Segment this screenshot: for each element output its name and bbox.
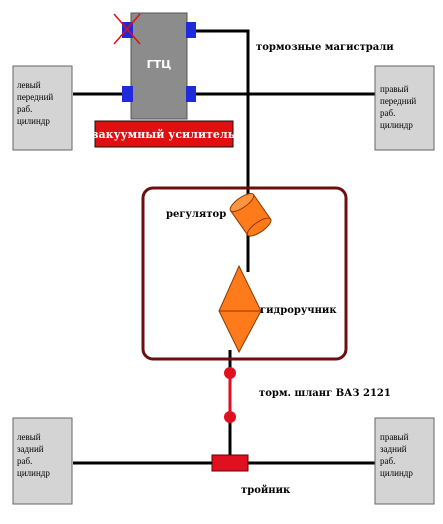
gtc-port-right xyxy=(186,86,196,102)
cylinder-front-left-label: левый передний раб. цилиндр xyxy=(17,80,55,126)
regulator-label: регулятор xyxy=(166,209,226,220)
cylinder-rear-right-body xyxy=(374,417,435,505)
tee-fitting xyxy=(211,454,249,472)
brake-hose-label: торм. шланг ВАЗ 2121 xyxy=(259,388,391,399)
regulator-frame xyxy=(141,186,348,361)
hose-fitting-top xyxy=(224,367,236,379)
cylinder-rear-left-label: левый задний раб. цилиндр xyxy=(17,432,50,478)
cylinder-rear-right-label: правый задний раб. цилиндр xyxy=(380,432,413,478)
brake-lines-label: тормозные магистрали xyxy=(256,42,394,53)
cylinder-rear-left-body xyxy=(12,417,73,505)
hose-fitting-bottom xyxy=(224,411,236,423)
cylinder-rear-right: правый задний раб. цилиндр xyxy=(374,417,435,505)
tee-label: тройник xyxy=(241,485,291,496)
cylinder-front-right-label: правый передний раб. цилиндр xyxy=(380,84,418,130)
master-cylinder: ГТЦ xyxy=(113,12,196,120)
hydro-handbrake-label: гидроручник xyxy=(260,305,337,316)
vacuum-booster xyxy=(94,120,234,148)
cylinder-front-right-body xyxy=(374,65,435,151)
cylinder-front-right: правый передний раб. цилиндр xyxy=(374,65,435,151)
cylinder-rear-left: левый задний раб. цилиндр xyxy=(12,417,73,505)
vacuum-booster-label: вакуумный усилитель xyxy=(91,128,236,141)
gtc-port-top-right xyxy=(186,22,196,38)
rear-supply-line xyxy=(188,29,250,200)
brake-hose xyxy=(224,367,236,423)
regulator-valve xyxy=(229,193,272,237)
gtc-body xyxy=(130,12,188,120)
gtc-label: ГТЦ xyxy=(147,58,172,71)
hydro-handbrake xyxy=(218,264,262,354)
cylinder-front-left: левый передний раб. цилиндр xyxy=(12,65,73,151)
crossed-out-port-mark xyxy=(113,13,141,45)
gtc-port-left xyxy=(122,86,133,102)
cylinder-front-left-body xyxy=(12,65,73,151)
